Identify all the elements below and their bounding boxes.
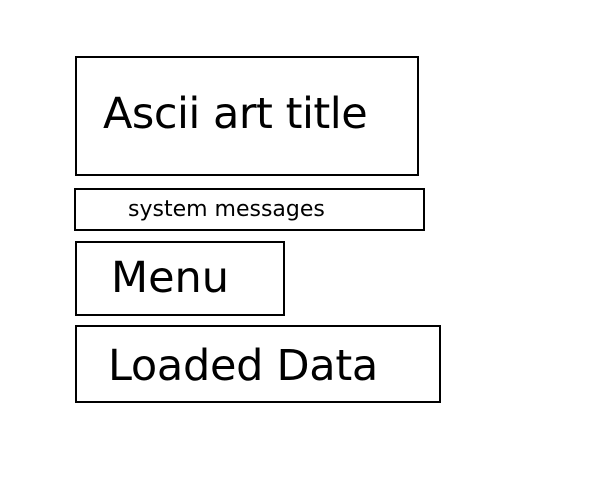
menu-label: Menu <box>111 253 230 303</box>
loaded-data-box: Loaded Data <box>75 325 441 403</box>
ascii-art-title-box: Ascii art title <box>75 56 419 176</box>
system-messages-box: system messages <box>74 188 425 231</box>
ascii-art-title-label: Ascii art title <box>103 89 368 139</box>
loaded-data-label: Loaded Data <box>108 341 378 391</box>
system-messages-label: system messages <box>128 197 325 222</box>
menu-box: Menu <box>75 241 285 316</box>
